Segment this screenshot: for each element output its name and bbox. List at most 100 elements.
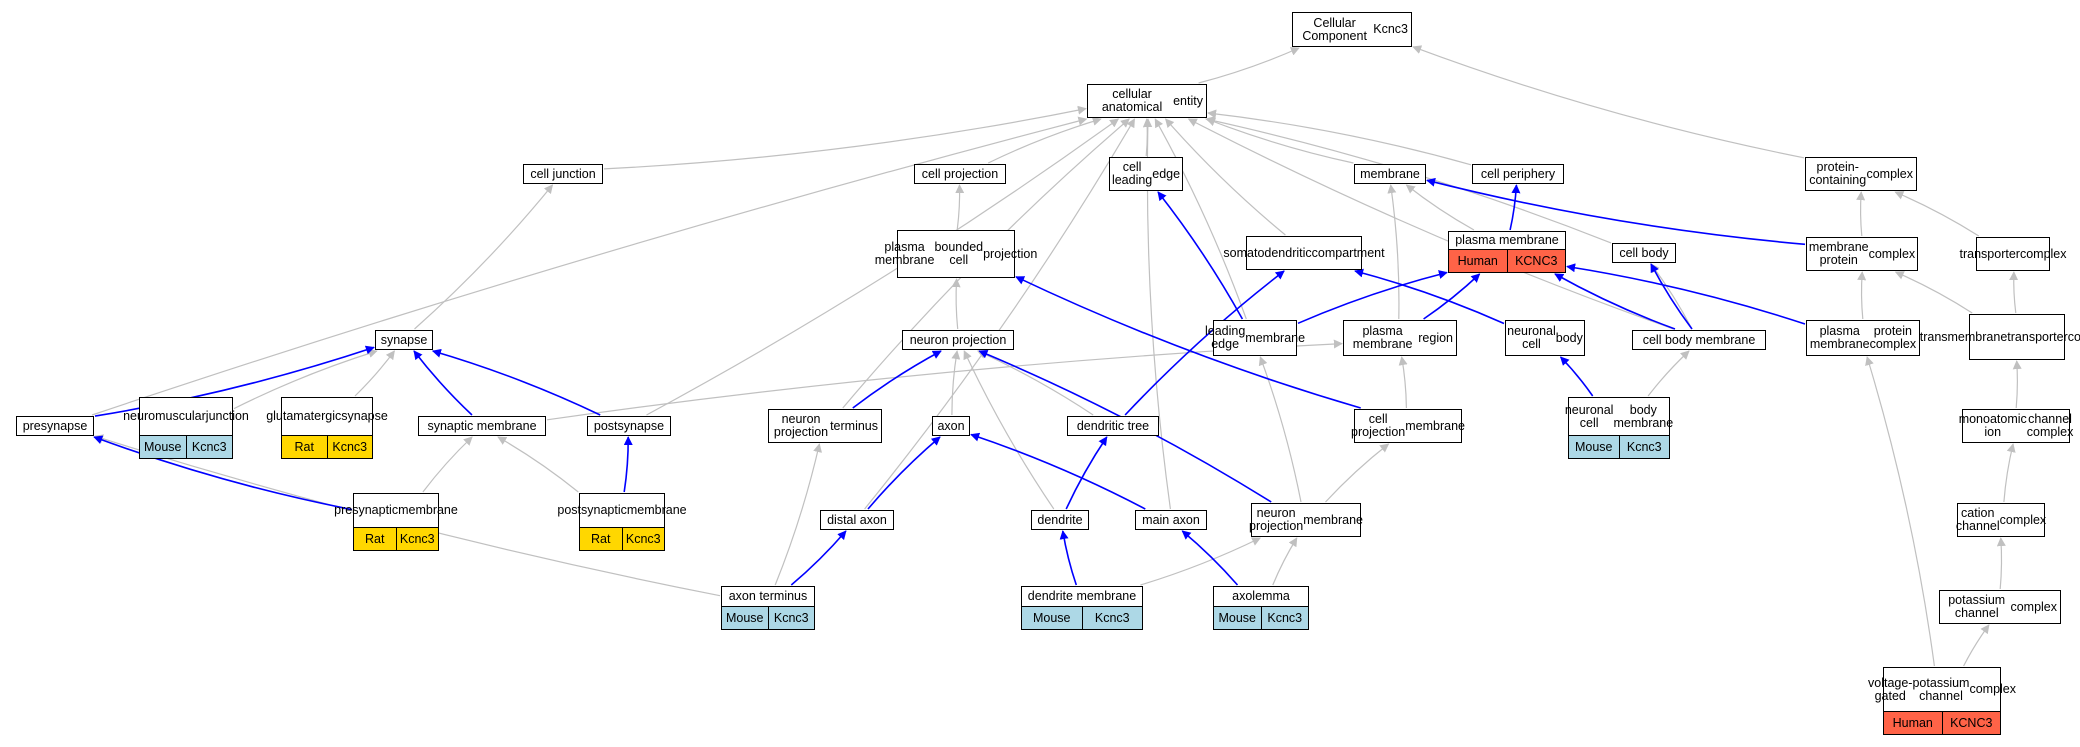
- is-a-edge-pcc-to-root: [1412, 45, 1805, 159]
- label-line: voltage-gated: [1868, 675, 1913, 703]
- label-line: potassium channel: [1912, 675, 1970, 703]
- species-tag-rat: Rat: [282, 436, 327, 458]
- label-line: entity: [1173, 93, 1203, 108]
- is-a-edge-cell-junction-to-cae: [603, 105, 1087, 170]
- go-term-label: axon terminus: [722, 587, 814, 606]
- label-line: axon terminus: [728, 589, 808, 603]
- part-of-edge-mpc-to-membrane: [1426, 177, 1806, 246]
- go-term-membrane[interactable]: membrane: [1354, 164, 1426, 184]
- is-a-edge-distal-axon-to-cae: [864, 118, 1136, 510]
- label-line: edge: [1152, 166, 1181, 181]
- is-a-edge-dendrite-to-neuron-projection: [963, 350, 1055, 510]
- is-a-edge-postsynapse-to-cae: [646, 118, 1120, 416]
- go-term-cell-periphery[interactable]: cell periphery: [1472, 164, 1564, 184]
- label-line: membrane protein: [1808, 240, 1869, 267]
- label-line: junction: [205, 409, 249, 423]
- label-line: axolemma: [1232, 589, 1290, 603]
- go-term-synaptic-membrane[interactable]: synaptic membrane: [418, 416, 546, 436]
- part-of-edge-postsynapse-to-synapse: [431, 348, 601, 416]
- go-term-postsynapse[interactable]: postsynapse: [587, 416, 671, 436]
- species-tag-mouse: Mouse: [1214, 607, 1261, 629]
- is-a-edge-glut-synapse-to-synapse: [354, 350, 395, 397]
- is-a-edge-cpm-to-pm-region: [1398, 356, 1408, 409]
- label-line: terminus: [830, 418, 878, 433]
- go-term-label: axolemma: [1214, 587, 1308, 606]
- go-term-dendrite[interactable]: dendrite: [1031, 510, 1089, 530]
- gene-tag-mouse: Kcnc3: [185, 436, 232, 458]
- part-of-edge-neuronal-cell-body-to-somatodendritic: [1354, 268, 1505, 325]
- go-term-cell-body-membrane[interactable]: cell body membrane: [1632, 330, 1766, 350]
- is-a-edge-plasma-membrane-to-membrane: [1405, 184, 1475, 231]
- gene-tag-rat: Kcnc3: [326, 436, 372, 458]
- go-term-tmtc[interactable]: transmembranetransportercomplex: [1920, 314, 2080, 360]
- part-of-edge-axon-terminus-to-distal-axon: [790, 530, 847, 586]
- label-line: transporter: [2007, 329, 2068, 344]
- label-line: body: [1555, 330, 1583, 345]
- go-term-main-axon[interactable]: main axon: [1135, 510, 1207, 530]
- is-a-edge-presyn-membrane-to-synaptic-membrane: [422, 436, 473, 493]
- go-term-cell-projection[interactable]: cell projection: [914, 164, 1006, 184]
- is-a-edge-leading-edge-membrane-to-cae: [1154, 118, 1247, 320]
- go-term-dendritic-tree[interactable]: dendritic tree: [1067, 416, 1159, 436]
- go-term-axon[interactable]: axon: [932, 416, 970, 436]
- go-term-synapse[interactable]: synapse: [375, 330, 433, 350]
- go-term-label: dendritic tree: [1068, 417, 1158, 435]
- go-term-distal-axon[interactable]: distal axon: [820, 510, 894, 530]
- label-line: Cellular Component: [1302, 15, 1367, 43]
- go-term-cell-junction[interactable]: cell junction: [523, 164, 603, 184]
- part-of-edge-presynapse-to-synapse: [94, 345, 375, 417]
- label-line: synapse: [380, 332, 428, 347]
- label-line: membrane: [398, 503, 458, 517]
- go-term-label: cell body membrane: [1633, 331, 1765, 349]
- go-term-neuron-projection[interactable]: neuron projection: [902, 330, 1014, 350]
- label-line: monoatomic ion: [1958, 412, 2027, 439]
- label-line: transmembrane: [1919, 329, 2008, 344]
- is-a-edge-transporter-complex-to-pcc: [1894, 191, 1980, 237]
- go-term-cell-body[interactable]: cell body: [1612, 243, 1676, 263]
- label-line: protein complex: [1869, 324, 1917, 351]
- part-of-edge-plasma-membrane-to-cell-periphery: [1509, 184, 1521, 231]
- label-line: transporter: [1959, 246, 2020, 261]
- label-line: cell projection: [1351, 412, 1406, 439]
- species-tag-mouse: Mouse: [722, 607, 768, 629]
- is-a-edge-pm-region-to-membrane: [1387, 184, 1400, 320]
- go-term-presynapse[interactable]: presynapse: [16, 416, 94, 436]
- is-a-edge-pmbcp-to-cell-projection: [955, 184, 965, 230]
